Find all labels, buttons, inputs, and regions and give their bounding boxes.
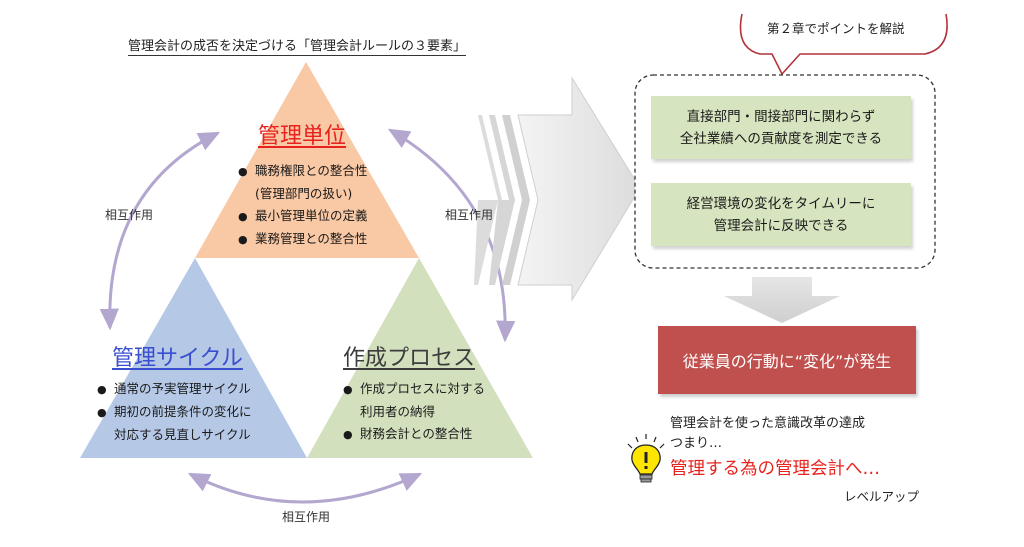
benefit-line: 経営環境の変化をタイムリーに [686,195,876,212]
bubble-text: 第２章でポイントを解説 [767,21,905,36]
list-item: 通常の予実管理サイクル [97,378,252,401]
benefit-box-2: 経営環境の変化をタイムリーに 管理会計に反映できる [651,183,911,246]
note-line-2: つまり… [670,436,723,451]
benefit-line: 直接部門・間接部門に関わらず [686,108,876,125]
list-item: 利用者の納得 [360,404,436,419]
list-item: 作成プロセスに対する [343,378,485,401]
diagram-title: 管理会計の成否を決定づける「管理会計ルールの３要素」 [128,35,467,56]
benefit-line: 全社業績への貢献度を測定できる [679,130,883,147]
list-item: 財務会計との整合性 [343,423,485,446]
list-item: 対応する見直しサイクル [114,427,251,442]
interaction-label-left: 相互作用 [105,208,154,222]
list-item: 期初の前提条件の変化に [97,401,252,424]
list-item: 業務管理との整合性 [238,228,368,251]
result-box: 従業員の行動に“変化”が発生 [658,326,916,394]
note-line-1: 管理会計を使った意識改革の達成 [670,416,866,431]
management-cycle-list: 通常の予実管理サイクル 期初の前提条件の変化に 対応する見直しサイクル [97,378,252,446]
list-item: 最小管理単位の定義 [238,205,368,228]
creation-process-list: 作成プロセスに対する 利用者の納得 財務会計との整合性 [343,378,485,446]
management-unit-title: 管理単位 [258,124,347,149]
list-item: (管理部門の扱い) [255,186,353,201]
cycle-arrow-bottom [187,472,423,504]
final-text: 管理する為の管理会計へ… [670,459,880,479]
management-cycle-title: 管理サイクル [112,346,243,371]
interaction-label-bottom: 相互作用 [282,510,331,524]
cycle-arrow-left [99,131,221,331]
level-up-label: レベルアップ [844,489,920,504]
down-arrow-icon [724,277,840,323]
management-unit-list: 職務権限との整合性 (管理部門の扱い) 最小管理単位の定義 業務管理との整合性 [238,160,368,251]
right-arrow-icon [474,76,641,302]
list-item: 職務権限との整合性 [238,160,368,183]
creation-process-title: 作成プロセス [343,346,476,371]
speech-bubble [739,13,948,76]
lightbulb-icon [627,434,665,483]
interaction-label-right: 相互作用 [445,208,494,222]
triangle-creation-process [307,258,533,458]
benefit-line: 管理会計に反映できる [713,217,849,234]
benefit-box-1: 直接部門・間接部門に関わらず 全社業績への貢献度を測定できる [651,96,911,159]
